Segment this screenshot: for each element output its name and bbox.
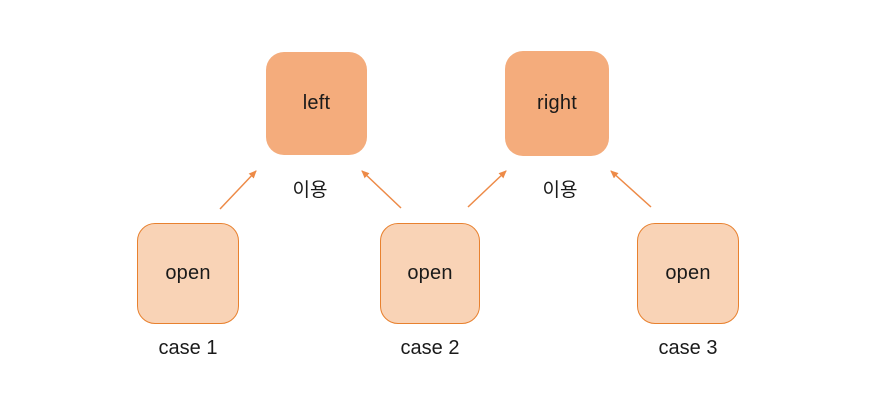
node-case-2-open-label: open xyxy=(407,262,453,284)
node-right-label: right xyxy=(537,92,577,114)
node-left-label: left xyxy=(302,92,331,114)
case-2-label: case 2 xyxy=(400,337,460,359)
node-case-2-open: open xyxy=(380,223,480,324)
node-right: right xyxy=(505,51,609,156)
node-case-3-open-label: open xyxy=(665,262,711,284)
edge-label-left: 이용 xyxy=(292,179,328,201)
arrow-case-1-open-to-left xyxy=(219,170,257,210)
arrow-case-3-open-to-right xyxy=(610,170,652,208)
case-1-label: case 1 xyxy=(158,337,218,359)
edge-label-right: 이용 xyxy=(542,179,578,201)
node-left: left xyxy=(266,52,367,155)
node-case-1-open: open xyxy=(137,223,239,324)
node-case-1-open-label: open xyxy=(165,262,211,284)
arrow-case-2-open-to-right xyxy=(467,170,507,208)
arrow-case-2-open-to-left xyxy=(361,170,402,209)
case-3-label: case 3 xyxy=(658,337,718,359)
node-case-3-open: open xyxy=(637,223,739,324)
